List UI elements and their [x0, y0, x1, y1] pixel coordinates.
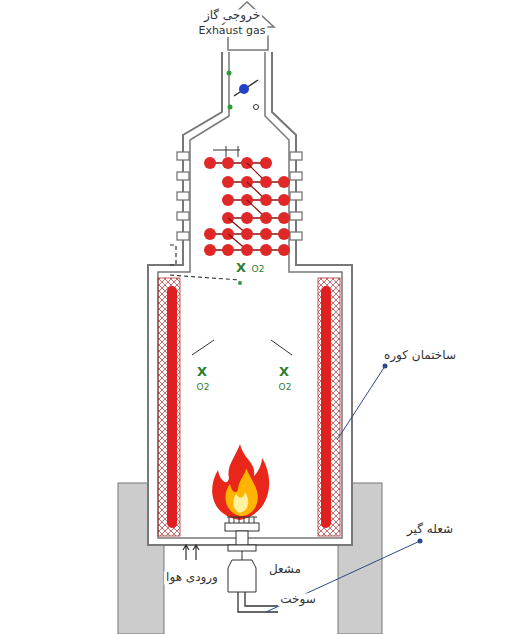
tube-circle [204, 228, 216, 240]
tube-circle [222, 176, 234, 188]
tube-circle [278, 194, 290, 206]
tube-circle [260, 194, 272, 206]
tube-circle [222, 194, 234, 206]
o2-marker: X [236, 261, 246, 275]
tube-circle [278, 212, 290, 224]
tube-circle [241, 244, 253, 256]
wall-notch [290, 192, 302, 200]
part-name: مشعل [267, 563, 303, 576]
tube-circle [222, 244, 234, 256]
exhaust-label: خروجی گاز [202, 9, 262, 22]
o2-label: O2 [279, 383, 292, 393]
part-name: ساختمان کوره [382, 349, 458, 362]
part-name: سوخت [278, 593, 317, 606]
part-name: شعله گیر [405, 523, 455, 536]
wall-notch [177, 192, 189, 200]
tube-link [228, 199, 284, 201]
tube-circle [241, 212, 253, 224]
wall-notch [290, 172, 302, 180]
wall-notch [177, 152, 189, 160]
exhaust-label: Exhaust gas [196, 25, 267, 37]
o2-marker: X [279, 365, 289, 379]
tube-circle [241, 228, 253, 240]
tube-circle [260, 176, 272, 188]
wall-notch [290, 212, 302, 220]
tube-circle [278, 228, 290, 240]
o2-label: O2 [252, 265, 265, 275]
wall-notch [290, 232, 302, 240]
tube-link [228, 181, 284, 183]
part-name: ورودی هوا [164, 571, 220, 584]
tube-link [210, 162, 266, 164]
o2-marker: X [197, 365, 207, 379]
tube-circle [204, 244, 216, 256]
wall-notch [177, 232, 189, 240]
tube-circle [222, 157, 234, 169]
tube-circle [260, 212, 272, 224]
tube-circle [204, 157, 216, 169]
wall-notch [290, 152, 302, 160]
tube-circle [260, 228, 272, 240]
tube-circle [260, 157, 272, 169]
tube-circle [278, 244, 290, 256]
wall-notch [177, 172, 189, 180]
wall-notch [177, 212, 189, 220]
tube-circle [278, 176, 290, 188]
o2-label: O2 [197, 383, 210, 393]
tube-link [228, 217, 284, 219]
tube-circle [260, 244, 272, 256]
